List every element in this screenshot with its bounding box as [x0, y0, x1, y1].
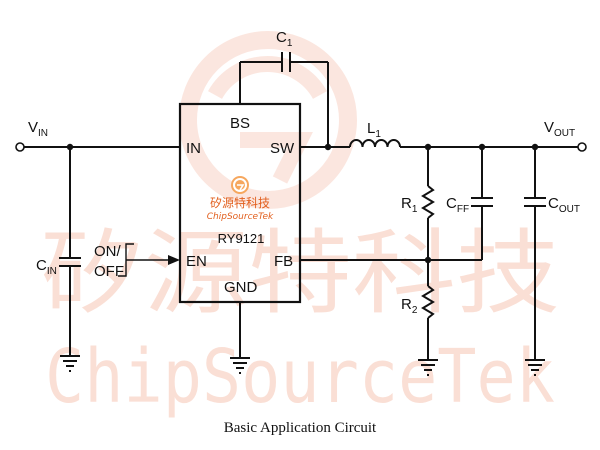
- c1-label: C1: [276, 29, 293, 49]
- pin-en-label: EN: [186, 253, 207, 270]
- on-off-label-bottom: OFF: [94, 263, 124, 280]
- vout-label: VOUT: [544, 119, 575, 139]
- capacitor-c1: [281, 52, 291, 72]
- ground-symbol-chip: [230, 357, 250, 374]
- capacitor-cin: [59, 257, 81, 267]
- junction-dots: [66, 143, 539, 264]
- pin-in-label: IN: [186, 140, 201, 157]
- pin-sw-label: SW: [270, 140, 295, 157]
- watermark-en-text: ChipSourceTek: [45, 334, 555, 420]
- vout-terminal: [577, 142, 587, 152]
- capacitor-cff: [471, 197, 493, 207]
- r2-label: R2: [401, 296, 418, 316]
- l1-label: L1: [367, 120, 381, 140]
- cff-label: CFF: [446, 195, 469, 215]
- cin-label: CIN: [36, 257, 57, 277]
- chip-body: [178, 102, 302, 304]
- capacitor-cout: [524, 197, 546, 207]
- vin-terminal: [15, 142, 25, 152]
- pin-gnd-label: GND: [224, 279, 258, 296]
- diagram-caption: Basic Application Circuit: [224, 420, 377, 436]
- chip-logo: [231, 176, 249, 194]
- chip-part-number: RY9121: [218, 231, 265, 246]
- ground-symbol-cout: [525, 359, 545, 376]
- resistor-r2: [421, 285, 435, 319]
- vin-label: VIN: [28, 119, 48, 139]
- chip-logo-en: ChipSourceTek: [207, 212, 274, 222]
- watermark-logo: [179, 31, 357, 209]
- inductor-l1: [349, 139, 401, 148]
- on-off-label-top: ON/: [94, 243, 122, 260]
- en-arrow-icon: [168, 255, 180, 265]
- ground-symbol-r2: [418, 359, 438, 376]
- cout-label: COUT: [548, 195, 580, 215]
- resistor-r1: [421, 185, 435, 219]
- ground-symbol-cin: [60, 355, 80, 372]
- on-off-step-signal: [118, 243, 134, 277]
- chip-logo-cn: 矽源特科技: [210, 195, 270, 210]
- pin-fb-label: FB: [274, 253, 293, 270]
- r1-label: R1: [401, 195, 418, 215]
- pin-bs-label: BS: [230, 115, 250, 132]
